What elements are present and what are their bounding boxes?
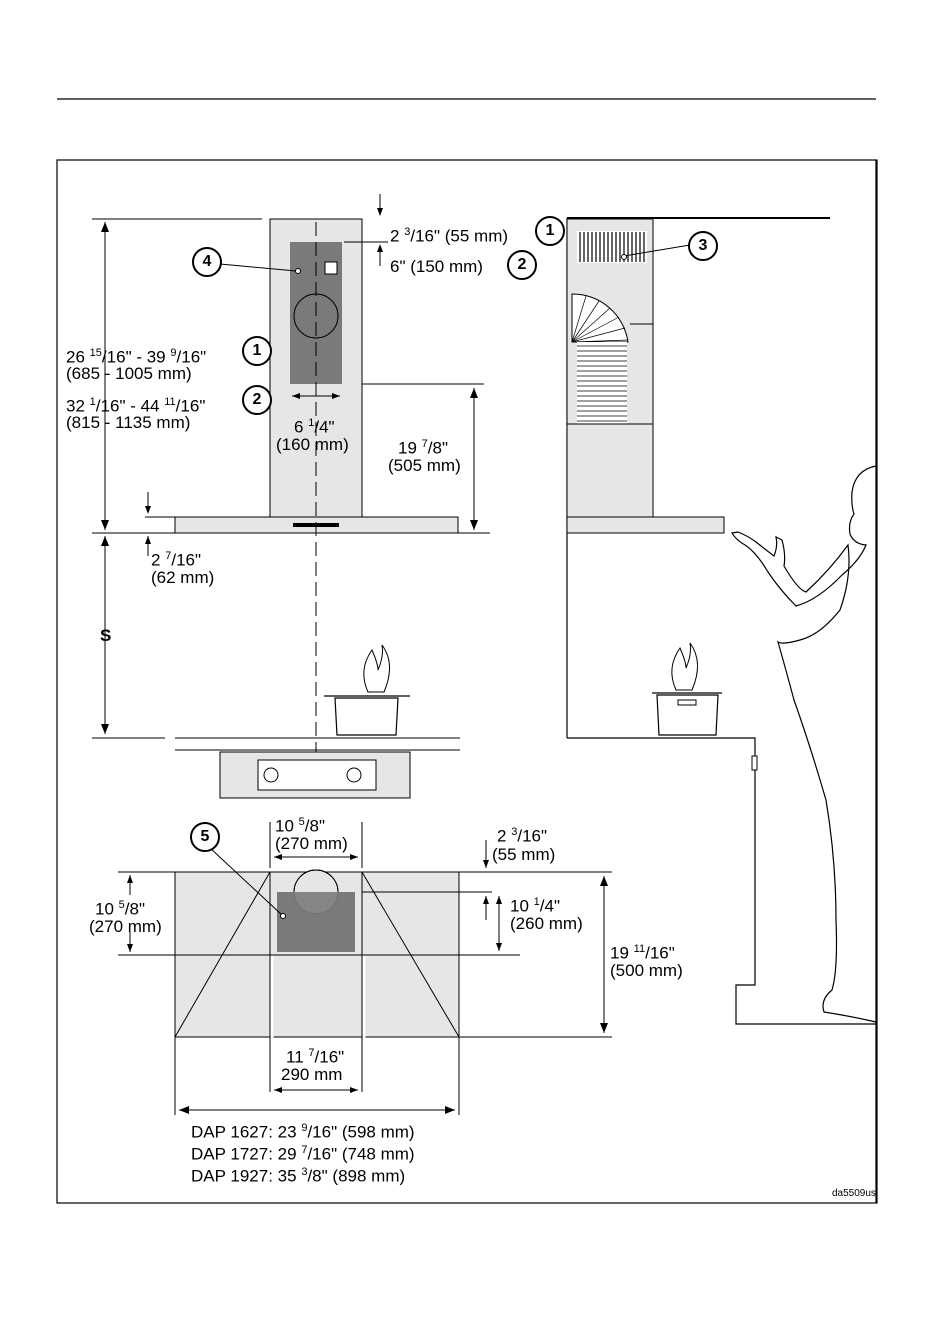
callout-1-top: 1 — [535, 216, 565, 246]
label-plan-back-gap: 2 3/16" — [497, 826, 548, 846]
callout-1-left: 1 — [242, 336, 272, 366]
pot-side — [656, 694, 719, 736]
side-view — [566, 160, 877, 1203]
label-height-range-1: 26 15/16" - 39 9/16" — [66, 347, 207, 367]
label-plan-back-gap-mm: (55 mm) — [492, 845, 556, 864]
label-plan-mid-width: 11 7/16" — [286, 1047, 345, 1067]
label-duct-width-mm: (160 mm) — [276, 435, 349, 454]
label-plan-inner-depth: 10 1/4" — [510, 896, 561, 916]
label-canopy-thick: 2 7/16" — [151, 550, 202, 570]
model-row-3: DAP 1927: 35 3/8" (898 mm) — [191, 1166, 406, 1186]
label-s: S — [100, 626, 112, 645]
duct-hose — [577, 342, 627, 424]
callout-3: 3 — [688, 231, 718, 261]
flame-side — [671, 642, 698, 691]
label-top-gap-1: 2 3/16" (55 mm) — [390, 226, 509, 246]
label-plan-inner-depth-mm: (260 mm) — [510, 914, 583, 933]
label-height-range-2-mm: (815 - 1135 mm) — [66, 413, 191, 432]
arrowheads — [101, 208, 608, 1114]
canopy-side — [566, 516, 725, 534]
pot-front — [334, 697, 399, 736]
figure-code: da5509us — [832, 1188, 876, 1199]
oven-panel — [257, 759, 377, 791]
label-height-range-1-mm: (685 - 1005 mm) — [66, 364, 192, 383]
label-plan-mid-width-mm: 290 mm — [281, 1065, 343, 1084]
label-plan-left-depth: 10 5/8" — [95, 899, 146, 919]
figure-frame — [56, 159, 878, 1204]
socket-icon — [324, 261, 338, 275]
plan-view — [118, 822, 612, 1115]
model-row-2: DAP 1727: 29 7/16" (748 mm) — [191, 1144, 415, 1164]
label-height-range-2: 32 1/16" - 44 11/16" — [66, 396, 206, 416]
label-lower-height: 19 7/8" — [398, 438, 449, 458]
label-plan-total-depth-mm: (500 mm) — [610, 961, 683, 980]
callout-5: 5 — [190, 822, 220, 852]
front-view — [92, 194, 490, 799]
flame-front — [363, 644, 390, 693]
callout-4: 4 — [192, 247, 222, 277]
label-plan-width-top: 10 5/8" — [275, 816, 326, 836]
label-plan-width-top-mm: (270 mm) — [275, 834, 348, 853]
label-plan-left-depth-mm: (270 mm) — [89, 917, 162, 936]
label-canopy-thick-mm: (62 mm) — [151, 568, 215, 587]
cabinet-outline — [567, 737, 876, 1025]
duct-elbow — [571, 293, 629, 343]
label-lower-height-mm: (505 mm) — [388, 456, 461, 475]
callout-2-left: 2 — [242, 385, 272, 415]
label-top-gap-2: 6" (150 mm) — [390, 257, 483, 276]
callout-2-top: 2 — [507, 250, 537, 280]
person-silhouette — [731, 465, 877, 1023]
label-plan-total-depth: 19 11/16" — [610, 943, 675, 963]
label-duct-width: 6 1/4" — [294, 417, 335, 437]
model-row-1: DAP 1627: 23 9/16" (598 mm) — [191, 1122, 415, 1142]
